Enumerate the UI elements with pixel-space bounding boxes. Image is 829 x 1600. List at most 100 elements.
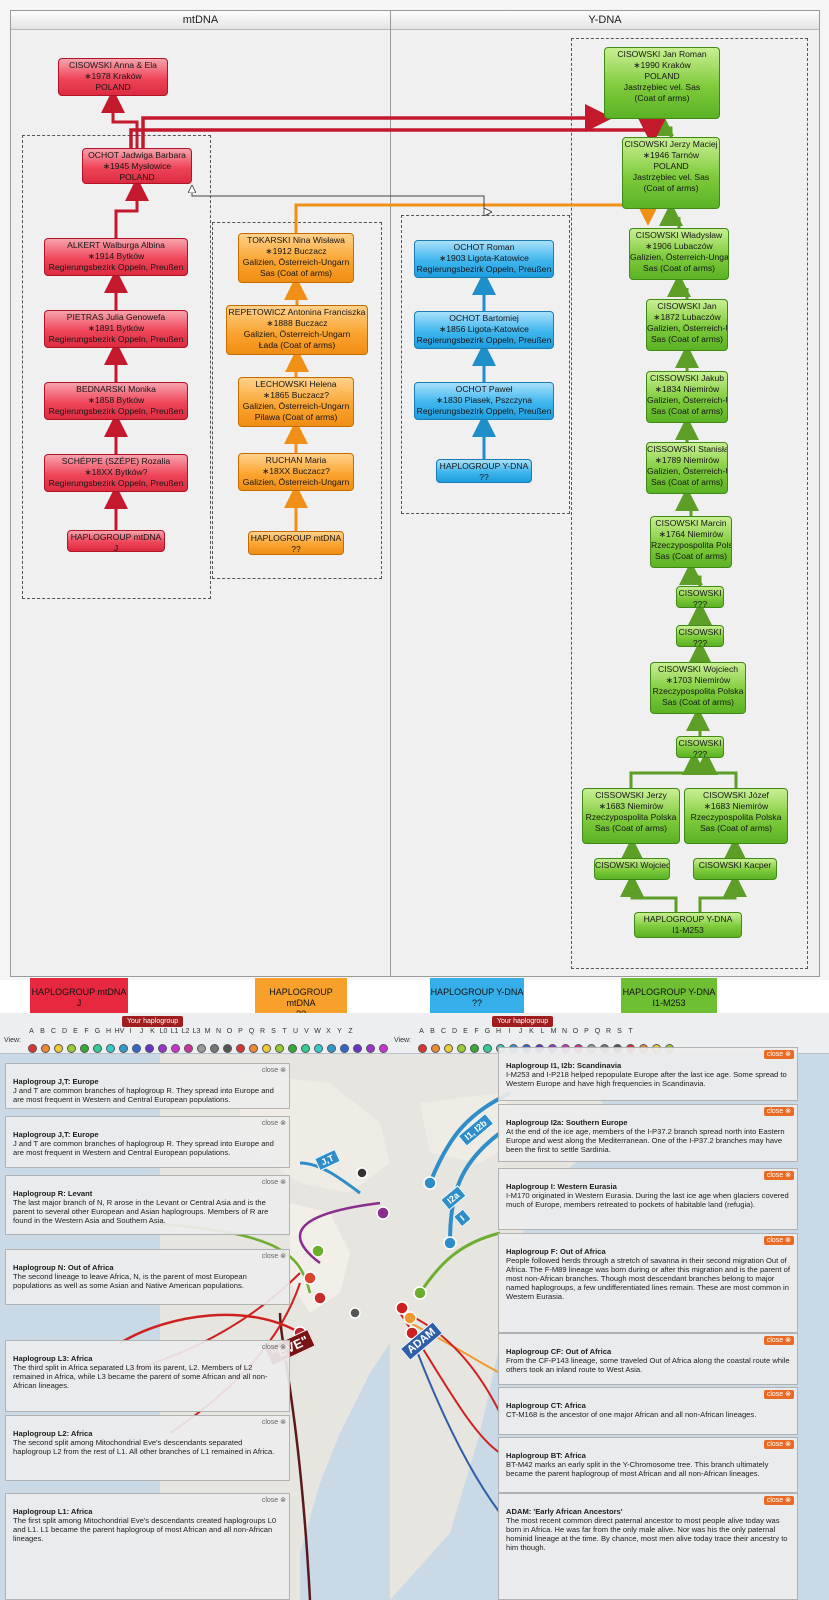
haplogroup-toggle-dot[interactable] xyxy=(119,1044,128,1053)
node-text-line: ∗1903 Ligota-Katowice xyxy=(439,253,529,263)
haplogroup-toggle-dot[interactable] xyxy=(54,1044,63,1053)
haplogroup-toggle-dot[interactable] xyxy=(314,1044,323,1053)
info-box-text: I-M170 originated in Western Eurasia. Du… xyxy=(506,1191,789,1209)
close-button[interactable]: close ⊗ xyxy=(763,1050,794,1059)
haplogroup-toggle-dot[interactable] xyxy=(67,1044,76,1053)
ydna-green-person-node[interactable]: CISOWSKI??? xyxy=(676,736,724,758)
node-text-line: ALKERT Walburga Albina xyxy=(67,240,165,250)
node-text-line: CISOWSKI Anna & Ela xyxy=(69,60,157,70)
haplogroup-toggle-dot[interactable] xyxy=(431,1044,440,1053)
info-box-text: The most recent common direct paternal a… xyxy=(506,1516,788,1552)
haplogroup-toggle-dot[interactable] xyxy=(158,1044,167,1053)
haplogroup-toggle-dot[interactable] xyxy=(262,1044,271,1053)
haplogroup-toggle-dot[interactable] xyxy=(470,1044,479,1053)
haplogroup-toggle-dot[interactable] xyxy=(93,1044,102,1053)
close-button[interactable]: close ⊗ xyxy=(763,1496,794,1505)
mtdna_orange-connector xyxy=(284,276,308,305)
node-text-line: CISSOWSKI Jakub xyxy=(649,373,725,383)
haplogroup-toggle-dot[interactable] xyxy=(80,1044,89,1053)
close-button[interactable]: close ⊗ xyxy=(763,1390,794,1399)
close-button[interactable]: close ⊗ xyxy=(261,1419,286,1426)
close-button[interactable]: close ⊗ xyxy=(261,1497,286,1504)
haplogroup-toggle-dot[interactable] xyxy=(197,1044,206,1053)
mtdna-orange-person-node[interactable]: LECHOWSKI Helena∗1865 Buczacz?Galizien, … xyxy=(238,377,354,427)
ydna-green-person-node[interactable]: CISOWSKI Wojciech xyxy=(594,858,670,880)
node-text-line: TOKARSKI Nina Wisława xyxy=(247,235,345,245)
close-button[interactable]: close ⊗ xyxy=(763,1107,794,1116)
haplogroup-toggle-dot[interactable] xyxy=(145,1044,154,1053)
haplogroup-toggle-dot[interactable] xyxy=(28,1044,37,1053)
mtdna-main-person-node[interactable]: SCHÉPPE (SZÉPE) Rozalia∗18XX Bytków?Regi… xyxy=(44,454,188,492)
haplogroup-toggle-dot[interactable] xyxy=(41,1044,50,1053)
haplogroup-toggle-dot[interactable] xyxy=(132,1044,141,1053)
haplogroup-letter: E xyxy=(73,1028,78,1035)
haplogroup-toggle-dot[interactable] xyxy=(210,1044,219,1053)
haplogroup-toggle-dot[interactable] xyxy=(249,1044,258,1053)
ydna-green-person-node[interactable]: CISOWSKI??? xyxy=(676,625,724,647)
close-button[interactable]: close ⊗ xyxy=(261,1253,286,1260)
haplogroup-toggle-dot[interactable] xyxy=(444,1044,453,1053)
haplogroup-toggle-dot[interactable] xyxy=(288,1044,297,1053)
haplogroup-toggle-dot[interactable] xyxy=(236,1044,245,1053)
haplogroup-toggle-dot[interactable] xyxy=(223,1044,232,1053)
close-button[interactable]: close ⊗ xyxy=(261,1179,286,1186)
ydna-green-person-node[interactable]: CISOWSKI??? xyxy=(676,586,724,608)
close-button[interactable]: close ⊗ xyxy=(261,1067,286,1074)
mtdna-orange-person-node[interactable]: REPETOWICZ Antonina Franciszka∗1888 Bucz… xyxy=(226,305,368,355)
node-text-line: CISOWSKI Kacper xyxy=(698,860,772,870)
node-text-line: ∗18XX Buczacz? xyxy=(262,466,330,476)
close-button[interactable]: close ⊗ xyxy=(261,1344,286,1351)
mtdna-orange-person-node[interactable]: RUCHAN Maria∗18XX Buczacz?Galizien, Öste… xyxy=(238,453,354,491)
ydna-blue-person-node[interactable]: HAPLOGROUP Y-DNA?? xyxy=(436,459,532,483)
haplogroup-toggle-dot[interactable] xyxy=(301,1044,310,1053)
haplogroup-toggle-dot[interactable] xyxy=(184,1044,193,1053)
close-button[interactable]: close ⊗ xyxy=(763,1336,794,1345)
close-button[interactable]: close ⊗ xyxy=(763,1236,794,1245)
node-text-line: Jastrzębiec vel. Sas xyxy=(623,82,701,92)
haplogroup-toggle-dot[interactable] xyxy=(418,1044,427,1053)
mtdna-orange-person-node[interactable]: HAPLOGROUP mtDNA?? xyxy=(248,531,344,555)
haplogroup-toggle-dot[interactable] xyxy=(366,1044,375,1053)
haplogroup-toggle-dot[interactable] xyxy=(327,1044,336,1053)
node-text-line: POLAND xyxy=(644,71,680,81)
haplogroup-toggle-dot[interactable] xyxy=(483,1044,492,1053)
haplogroup-toggle-dot[interactable] xyxy=(457,1044,466,1053)
haplogroup-toggle-dot[interactable] xyxy=(106,1044,115,1053)
close-button[interactable]: close ⊗ xyxy=(763,1440,794,1449)
close-button[interactable]: close ⊗ xyxy=(261,1120,286,1127)
haplogroup-toggle-dot[interactable] xyxy=(379,1044,388,1053)
ydna-green-person-node[interactable]: CISOWSKI Kacper xyxy=(693,858,777,880)
haplogroup-toggle-dot[interactable] xyxy=(340,1044,349,1053)
haplogroup-toggle-dot[interactable] xyxy=(275,1044,284,1053)
close-button[interactable]: close ⊗ xyxy=(763,1171,794,1180)
haplogroup-toggle-dot[interactable] xyxy=(171,1044,180,1053)
haplogroup-toggle-dot[interactable] xyxy=(353,1044,362,1053)
haplogroup-view-toggles[interactable] xyxy=(26,1040,390,1053)
haplogroup-letter: N xyxy=(215,1028,222,1035)
node-text-line: OCHOT Bartomiej xyxy=(449,313,519,323)
node-text-line: ∗1683 Niemirów xyxy=(598,801,664,811)
